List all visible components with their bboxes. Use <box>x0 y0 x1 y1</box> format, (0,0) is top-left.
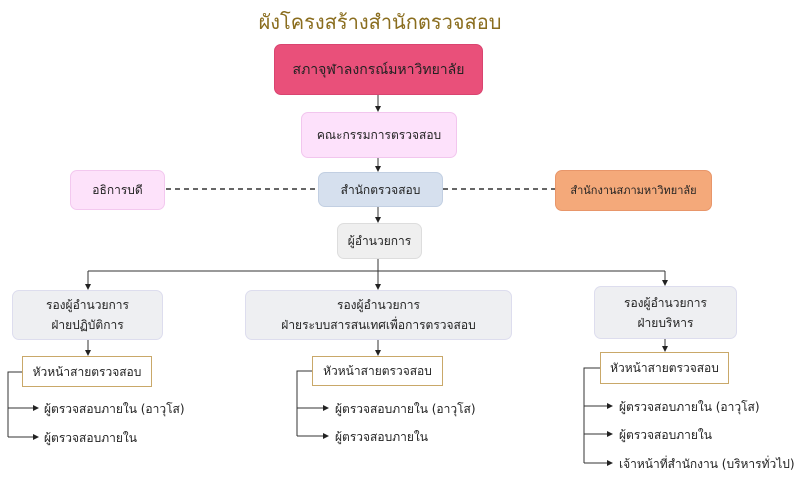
node-label: หัวหน้าสายตรวจสอบ <box>610 361 719 375</box>
staff-item: ผู้ตรวจสอบภายใน (อาวุโส) <box>619 400 760 414</box>
node-label: ฝ่ายบริหาร <box>637 315 694 330</box>
node-university-council: สภาจุฬาลงกรณ์มหาวิทยาลัย <box>274 44 483 95</box>
node-head-auditor-3: หัวหน้าสายตรวจสอบ <box>600 352 729 384</box>
staff-item: ผู้ตรวจสอบภายใน (อาวุโส) <box>44 402 185 416</box>
staff-item: ผู้ตรวจสอบภายใน (อาวุโส) <box>335 402 476 416</box>
node-label: หัวหน้าสายตรวจสอบ <box>32 364 142 379</box>
node-deputy-it-audit: รองผู้อำนวยการฝ่ายระบบสารสนเทศเพื่อการตร… <box>245 290 512 340</box>
node-deputy-operations: รองผู้อำนวยการฝ่ายปฏิบัติการ <box>12 290 163 340</box>
node-audit-committee: คณะกรรมการตรวจสอบ <box>301 112 457 158</box>
node-label: สำนักตรวจสอบ <box>340 182 421 197</box>
node-audit-office: สำนักตรวจสอบ <box>318 172 443 207</box>
chart-title: ผังโครงสร้างสำนักตรวจสอบ <box>258 10 502 34</box>
node-label: รองผู้อำนวยการ <box>624 295 707 310</box>
node-label: รองผู้อำนวยการ <box>337 298 420 312</box>
node-label: ฝ่ายระบบสารสนเทศเพื่อการตรวจสอบ <box>281 318 476 332</box>
node-label: ผู้อำนวยการ <box>347 234 412 248</box>
node-label: อธิการบดี <box>92 183 143 197</box>
node-head-auditor-2: หัวหน้าสายตรวจสอบ <box>312 356 443 386</box>
node-council-office: สำนักงานสภามหาวิทยาลัย <box>555 170 712 211</box>
staff-item: ผู้ตรวจสอบภายใน <box>335 430 428 444</box>
node-head-auditor-1: หัวหน้าสายตรวจสอบ <box>22 356 152 387</box>
staff-item: ผู้ตรวจสอบภายใน <box>619 428 712 442</box>
node-deputy-admin: รองผู้อำนวยการฝ่ายบริหาร <box>594 286 737 339</box>
node-president: อธิการบดี <box>70 170 165 210</box>
node-label: รองผู้อำนวยการ <box>46 298 129 312</box>
node-label: หัวหน้าสายตรวจสอบ <box>323 364 432 378</box>
staff-item: ผู้ตรวจสอบภายใน <box>44 431 137 445</box>
node-label: ฝ่ายปฏิบัติการ <box>51 318 124 332</box>
node-director: ผู้อำนวยการ <box>337 223 422 259</box>
node-label: สำนักงานสภามหาวิทยาลัย <box>570 183 697 197</box>
node-label: สภาจุฬาลงกรณ์มหาวิทยาลัย <box>292 61 465 78</box>
staff-item: เจ้าหน้าที่สำนักงาน (บริหารทั่วไป) <box>619 457 795 471</box>
node-label: คณะกรรมการตรวจสอบ <box>316 128 442 142</box>
